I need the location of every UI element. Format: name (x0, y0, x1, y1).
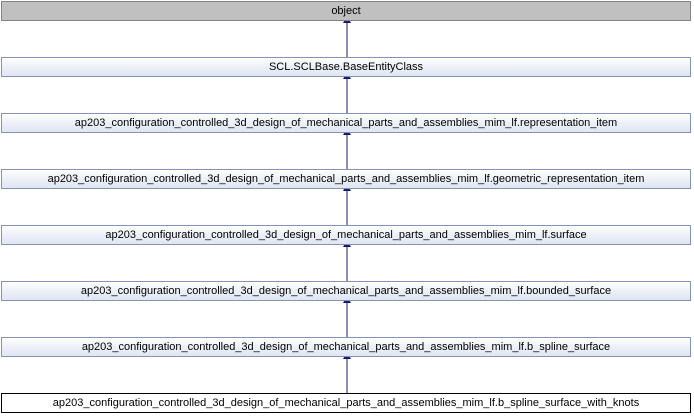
node-b-spline-surface-with-knots: ap203_configuration_controlled_3d_design… (1, 393, 691, 413)
node-bounded-surface[interactable]: ap203_configuration_controlled_3d_design… (1, 281, 691, 301)
node-object[interactable]: object (1, 1, 691, 21)
node-representation-item[interactable]: ap203_configuration_controlled_3d_design… (1, 113, 691, 133)
node-base-entity-class[interactable]: SCL.SCLBase.BaseEntityClass (1, 57, 691, 77)
node-geometric-representation-item[interactable]: ap203_configuration_controlled_3d_design… (1, 169, 691, 189)
node-b-spline-surface[interactable]: ap203_configuration_controlled_3d_design… (1, 337, 691, 357)
node-surface[interactable]: ap203_configuration_controlled_3d_design… (1, 225, 691, 245)
